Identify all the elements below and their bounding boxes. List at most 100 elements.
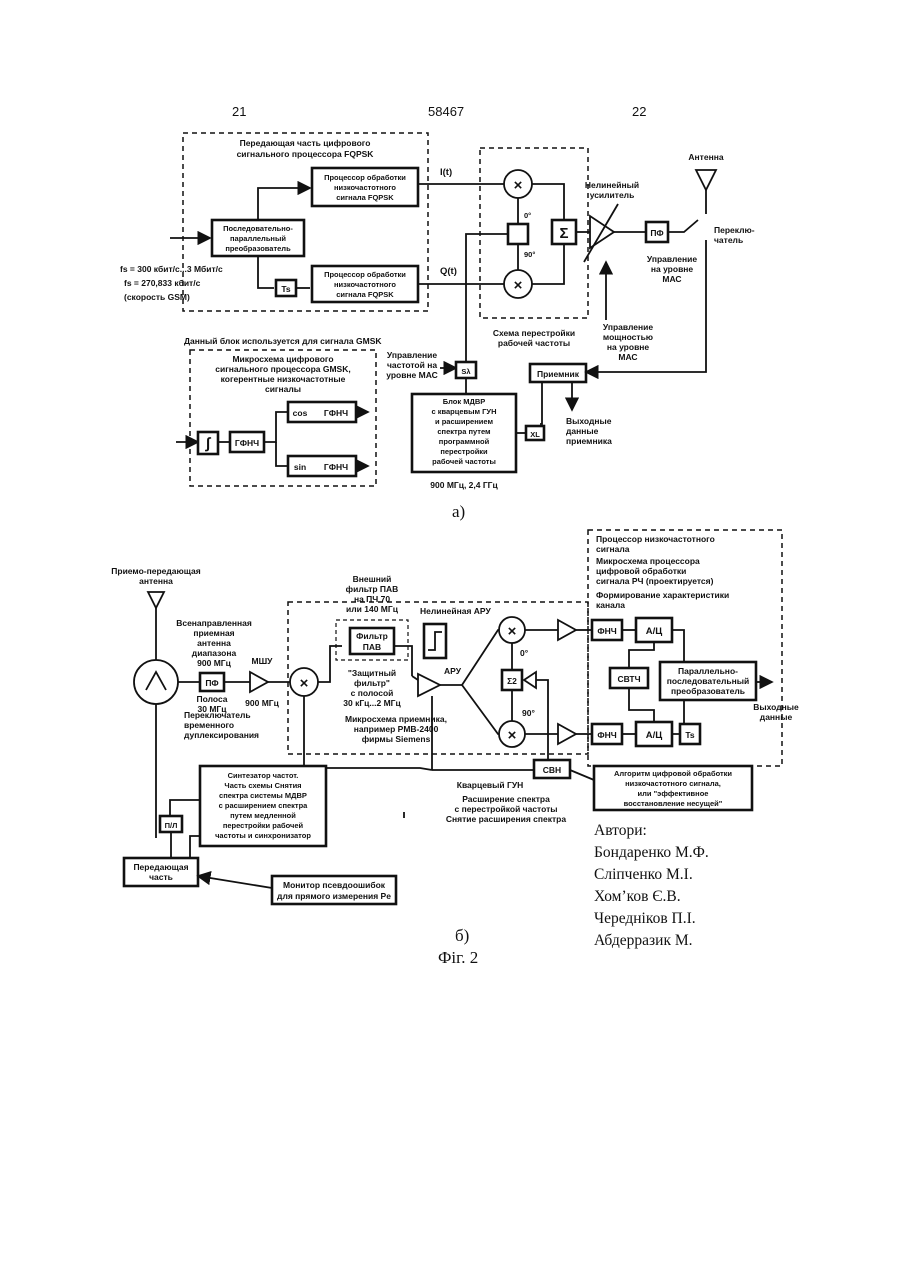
- rate-2: fs = 270,833 кбит/с: [124, 278, 201, 288]
- author-4: Чередніков П.І.: [594, 908, 709, 930]
- mdvr-l1: Блок МДВР: [443, 397, 485, 406]
- switch-l2: временного: [184, 720, 234, 730]
- omni-l5: 900 МГц: [197, 658, 231, 668]
- ps-l1: Параллельно-: [678, 666, 738, 676]
- algo-l4: восстановление несущей": [624, 799, 723, 808]
- proc-bot-l3: сигнала FQPSK: [336, 290, 394, 299]
- lf-proc-l7: канала: [596, 600, 625, 610]
- pf-label: ПФ: [650, 228, 663, 238]
- lf-proc-l3: Микросхема процессора: [596, 556, 700, 566]
- rx-mixer-symbol: ×: [300, 675, 309, 692]
- sp-converter-l1: Последовательно-: [223, 224, 293, 233]
- receiver-label: Приемник: [537, 369, 580, 379]
- cos-gfnch: ГФНЧ: [324, 408, 348, 418]
- mac-ctrl-l3: МАС: [662, 274, 681, 284]
- saw-l2: ПАВ: [363, 642, 381, 652]
- caption-b: б): [455, 926, 469, 946]
- fig-a: Передающая часть цифрового сигнального п…: [120, 133, 755, 490]
- algo-l1: Алгоритм цифровой обработки: [614, 769, 732, 778]
- tx-part-l2: часть: [149, 872, 173, 882]
- out-b-l1: Выходные: [753, 702, 799, 712]
- omni-l3: антенна: [197, 638, 231, 648]
- q-amplifier: [558, 724, 576, 744]
- monitor-l2: для прямого измерения Pe: [277, 891, 391, 901]
- power-ctrl-l1: Управление: [603, 322, 654, 332]
- mdvr-l2: с кварцевым ГУН: [431, 407, 496, 416]
- xl-label: ХL: [530, 430, 540, 439]
- switch-l2: чатель: [714, 235, 743, 245]
- sin-gfnch: ГФНЧ: [324, 462, 348, 472]
- phase0-label: 0°: [524, 211, 531, 220]
- power-ctrl-l2: мощностью: [603, 332, 653, 342]
- protect-l4: 30 кГц...2 МГц: [343, 698, 401, 708]
- sp-converter-l3: преобразователь: [225, 244, 291, 253]
- spread-l1: Расширение спектра: [462, 794, 550, 804]
- lna-label: МШУ: [252, 656, 274, 666]
- mdvr-l7: рабочей частоты: [432, 457, 496, 466]
- mdvr-l6: перестройки: [440, 447, 488, 456]
- power-ctrl-l3: на уровне: [607, 342, 650, 352]
- rx-chip-l2: например PMB-2400: [354, 724, 439, 734]
- proc-top-l2: низкочастотного: [334, 183, 396, 192]
- phase0-b: 0°: [520, 648, 529, 658]
- mac-ctrl-l1: Управление: [647, 254, 698, 264]
- tx-part-l1: Передающая: [133, 862, 188, 872]
- protect-l2: фильтр": [354, 678, 390, 688]
- antenna-label-a: Антенна: [688, 152, 723, 162]
- svn-label: СВН: [543, 765, 561, 775]
- algo-l3: или "эффективное: [638, 789, 709, 798]
- omni-l4: диапазона: [192, 648, 237, 658]
- authors-list: Автори: Бондаренко М.Ф. Сліпченко М.І. Х…: [594, 820, 709, 952]
- gmsk-chip-l3: когерентные низкочастотные: [221, 374, 346, 384]
- mac-ctrl-l2: на уровне: [651, 264, 694, 274]
- qt-label: Q(t): [440, 266, 457, 277]
- proc-bot-l1: Процессор обработки: [324, 270, 406, 279]
- ext-filter-l4: или 140 МГц: [346, 604, 399, 614]
- switch-l3: дуплексирования: [184, 730, 259, 740]
- i-mixer-symbol: ×: [508, 623, 517, 640]
- rate-3: (скорость GSM): [124, 292, 190, 302]
- monitor-l1: Монитор псевдоошибок: [283, 880, 386, 890]
- splitter-label: Σ2: [507, 676, 517, 686]
- nl-agc-label: Нелинейная АРУ: [420, 606, 491, 616]
- saw-l1: Фильтр: [356, 631, 388, 641]
- authors-title: Автори:: [594, 820, 709, 842]
- freq-scheme-l2: рабочей частоты: [498, 338, 570, 348]
- phase90-b: 90°: [522, 708, 535, 718]
- freq-scheme-l1: Схема перестройки: [493, 328, 575, 338]
- gmsk-chip-l4: сигналы: [265, 384, 301, 394]
- author-2: Сліпченко М.І.: [594, 864, 709, 886]
- sum-symbol: Σ: [559, 225, 568, 242]
- out-data-l1: Выходные: [566, 416, 612, 426]
- lna-freq: 900 МГц: [245, 698, 279, 708]
- phase90-label: 90°: [524, 250, 535, 259]
- i-amplifier: [558, 620, 576, 640]
- quartz-label: Кварцевый ГУН: [457, 780, 524, 790]
- gmsk-chip-l2: сигнального процессора GMSK,: [215, 364, 350, 374]
- fnch-bot-label: ФНЧ: [597, 730, 616, 740]
- ps-l2: последовательный: [667, 676, 750, 686]
- ext-filter-l3: на ПЧ 70: [354, 594, 390, 604]
- author-1: Бондаренко М.Ф.: [594, 842, 709, 864]
- q-mixer-symbol: ×: [508, 727, 517, 744]
- spread-l3: Снятие расширения спектра: [446, 814, 566, 824]
- amp-l2: усилитель: [590, 190, 635, 200]
- agc-label: АРУ: [444, 666, 462, 676]
- omni-l2: приемная: [193, 628, 234, 638]
- freq-mac-l1: Управление: [387, 350, 438, 360]
- out-data-l2: данные: [566, 426, 599, 436]
- mdvr-l5: программной: [439, 437, 490, 446]
- band-l2: 30 МГц: [198, 704, 228, 714]
- spread-l2: с перестройкой частоты: [454, 804, 557, 814]
- synth-l1: Синтезатор частот.: [228, 771, 299, 780]
- trx-antenna-l2: антенна: [139, 576, 173, 586]
- mdvr-freq: 900 МГц, 2,4 ГГц: [430, 480, 498, 490]
- algo-l2: низкочастотного сигнала,: [625, 779, 721, 788]
- proc-top-l3: сигнала FQPSK: [336, 193, 394, 202]
- trx-antenna-l1: Приемо-передающая: [111, 566, 201, 576]
- lf-proc-l6: Формирование характеристики: [596, 590, 729, 600]
- band-l1: Полоса: [196, 694, 227, 704]
- it-label: I(t): [440, 167, 452, 178]
- gmsk-note: Данный блок используется для сигнала GMS…: [184, 336, 382, 346]
- ts-label: Ts: [685, 730, 695, 740]
